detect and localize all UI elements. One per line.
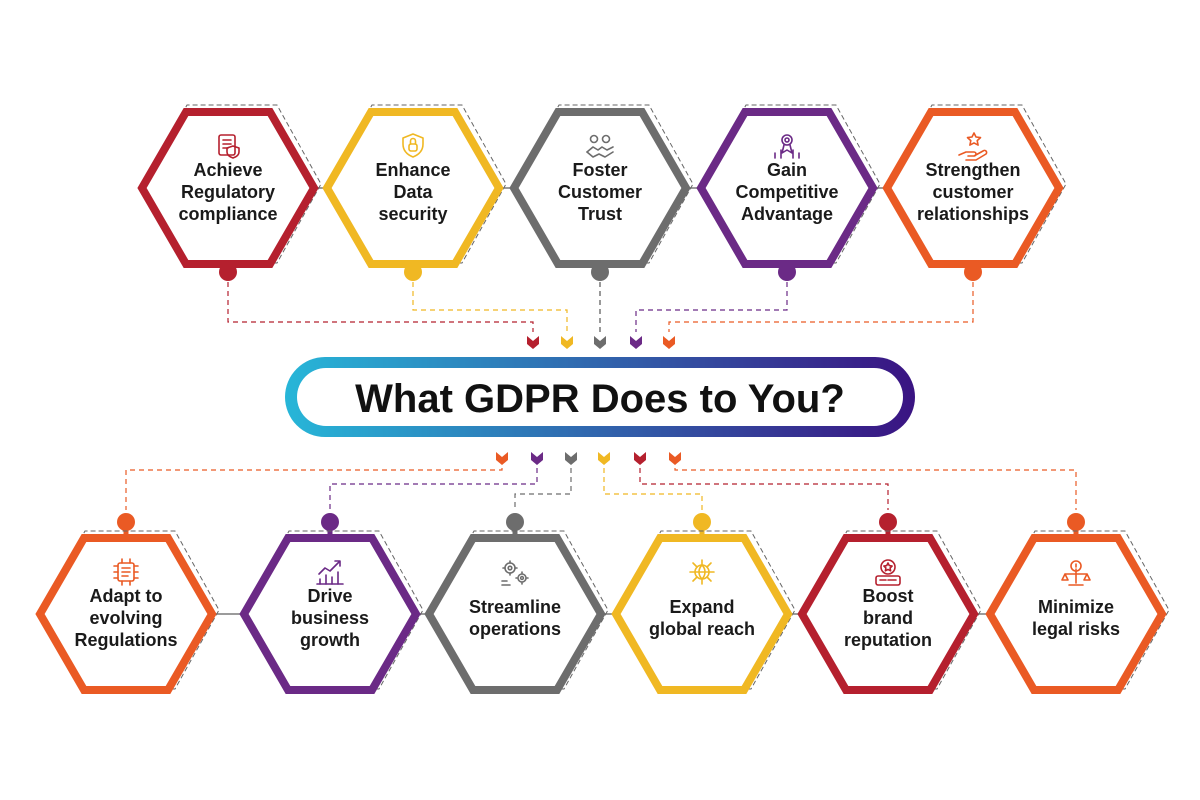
page-title: What GDPR Does to You? (355, 377, 845, 421)
hexagon-label-line: customer (932, 182, 1013, 202)
bottom-connector-4 (598, 452, 711, 534)
top-connector-2 (404, 260, 573, 349)
hexagon-label-line: legal risks (1032, 619, 1120, 639)
hexagon-label-line: Adapt to (90, 586, 163, 606)
hexagon-label-line: Regulations (74, 630, 177, 650)
hexagon-label-line: brand (863, 608, 913, 628)
award-growth-icon (774, 134, 800, 159)
connector-arrow (598, 452, 610, 465)
hexagon-frame (509, 108, 691, 268)
bottom-connector-1 (117, 452, 508, 534)
hexagon-label-line: Streamline (469, 597, 561, 617)
top-connector-3 (591, 260, 609, 349)
connector-arrow (531, 452, 543, 465)
top-connector-5 (663, 260, 982, 349)
hexagon-label-line: operations (469, 619, 561, 639)
connector-layer (117, 260, 1085, 534)
hexagon-label-line: growth (300, 630, 360, 650)
handshake-icon (586, 134, 614, 158)
hexagon-layer: AchieveRegulatorycomplianceEnhanceDatase… (35, 104, 1170, 694)
connector-arrow (496, 452, 508, 465)
bottom-connector-2 (321, 452, 543, 534)
connector-arrow (630, 336, 642, 349)
connector-arrow (663, 336, 675, 349)
connector-pin (321, 513, 339, 531)
hexagon-label-line: Competitive (735, 182, 838, 202)
hexagon-label-line: Minimize (1038, 597, 1114, 617)
gears-icon (501, 560, 529, 586)
hexagon-frame (322, 108, 504, 268)
hexagon-label-line: Strengthen (925, 160, 1020, 180)
hexagon-label-line: Advantage (741, 204, 833, 224)
hexagon-frame (797, 534, 979, 694)
lock-shield-icon (402, 133, 424, 158)
hexagon-label-line: Expand (669, 597, 734, 617)
hexagon-label-line: Drive (307, 586, 352, 606)
connector-pin (117, 513, 135, 531)
hexagon-label-line: Enhance (375, 160, 450, 180)
hexagon-frame (882, 108, 1064, 268)
connector-pin (693, 513, 711, 531)
hexagon-label-line: compliance (178, 204, 277, 224)
hexagon-label-line: Customer (558, 182, 642, 202)
connector-pin (1067, 513, 1085, 531)
hexagon-label-line: Regulatory (181, 182, 275, 202)
title-banner-inner (297, 368, 903, 426)
hexagon-frame (985, 534, 1167, 694)
connector-arrow (561, 336, 573, 349)
hexagon-label-line: Achieve (193, 160, 262, 180)
connector-pin (506, 513, 524, 531)
badge-reputation-icon (875, 559, 901, 586)
connector-arrow (594, 336, 606, 349)
scales-icon (1061, 560, 1091, 586)
hexagon-label-line: security (378, 204, 447, 224)
bottom-connector-3 (506, 452, 577, 534)
hexagon-label-line: business (291, 608, 369, 628)
connector-arrow (669, 452, 681, 465)
hexagon-frame (137, 108, 319, 268)
hexagon-label-line: Boost (863, 586, 914, 606)
connector-arrow (527, 336, 539, 349)
hexagon-frame (35, 534, 217, 694)
hexagon-label-line: evolving (89, 608, 162, 628)
hexagon-label-line: reputation (844, 630, 932, 650)
globe-network-icon (689, 559, 715, 585)
connector-pin (879, 513, 897, 531)
hand-star-icon (958, 132, 988, 161)
hexagon-label-line: relationships (917, 204, 1029, 224)
hexagon-frame (424, 534, 606, 694)
hexagon-label-line: Foster (572, 160, 627, 180)
document-shield-icon (218, 134, 240, 159)
chip-regulation-icon (113, 558, 139, 586)
hexagon-label-line: Data (393, 182, 433, 202)
hexagon-frame (239, 534, 421, 694)
bottom-connector-5 (634, 452, 897, 534)
title-banner: What GDPR Does to You? (285, 357, 915, 437)
growth-chart-icon (316, 560, 344, 585)
top-connector-4 (630, 260, 796, 349)
hexagon-label-line: global reach (649, 619, 755, 639)
top-connector-1 (219, 260, 539, 349)
connector-arrow (565, 452, 577, 465)
bottom-connector-6 (669, 452, 1085, 534)
connector-arrow (634, 452, 646, 465)
hexagon-label-line: Trust (578, 204, 622, 224)
hexagon-label-line: Gain (767, 160, 807, 180)
hexagon-frame (696, 108, 878, 268)
hexagon-frame (611, 534, 793, 694)
